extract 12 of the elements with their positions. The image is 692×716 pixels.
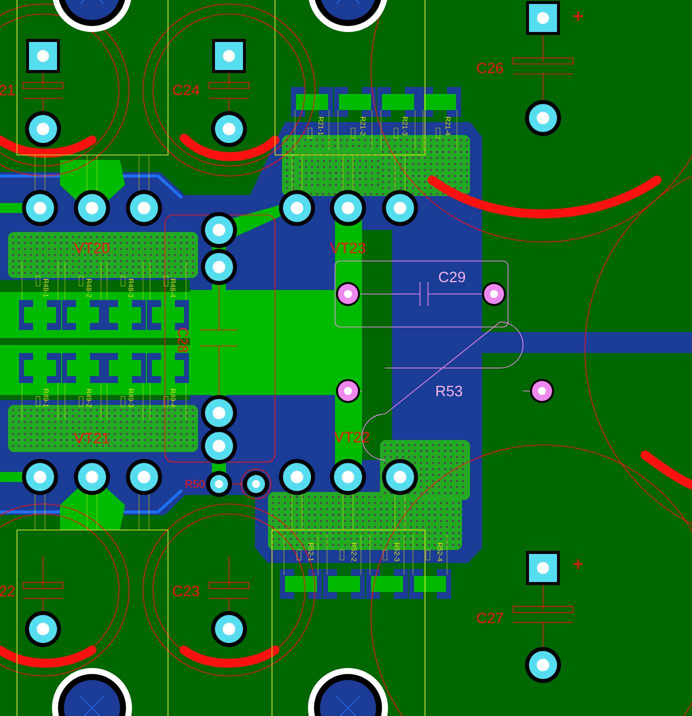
component-label: C26: [477, 62, 504, 74]
component-label: C29: [439, 272, 466, 282]
component-label: +: [573, 11, 583, 22]
component-label: VT20: [74, 242, 110, 254]
component-label: C23: [173, 586, 200, 596]
component-label: C24: [173, 84, 200, 96]
component-label: +: [573, 559, 583, 570]
component-label: C28: [178, 328, 188, 352]
component-label: R53: [436, 386, 462, 396]
component-label: VT21: [74, 432, 110, 444]
component-label: R50: [186, 480, 205, 488]
component-label: C27: [477, 612, 503, 624]
